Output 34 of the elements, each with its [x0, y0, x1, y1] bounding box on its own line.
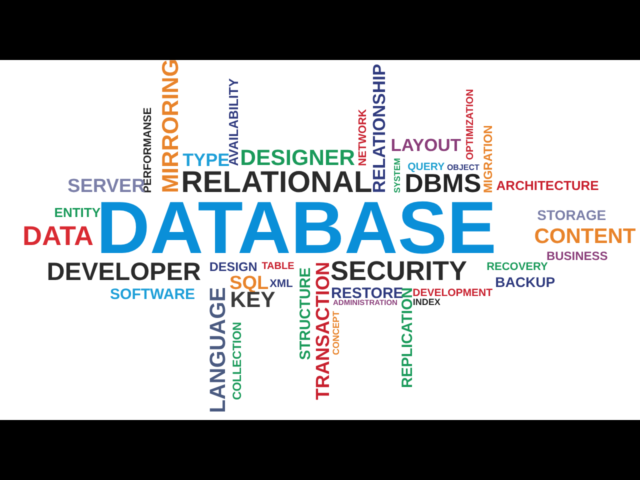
- tag-word: ARCHITECTURE: [496, 179, 599, 192]
- tag-word: CONCEPT: [332, 310, 341, 355]
- tag-word: TYPE: [182, 150, 230, 169]
- tag-word: STRUCTURE: [298, 268, 314, 360]
- tag-word: INDEX: [412, 298, 440, 307]
- tag-word: OPTIMIZATION: [466, 89, 476, 160]
- tag-word: SYSTEM: [392, 158, 402, 193]
- tag-word: XML: [270, 278, 293, 290]
- tag-word: MIGRATION: [482, 125, 494, 193]
- tag-word: RECOVERY: [486, 262, 548, 273]
- tag-word: QUERY: [408, 162, 445, 172]
- tag-word: DESIGNER: [240, 147, 356, 170]
- tag-word: SQL: [230, 274, 269, 293]
- tag-word: SECURITY: [330, 258, 468, 286]
- tag-word: DATA: [22, 223, 94, 250]
- tag-word: COLLECTION: [231, 322, 244, 400]
- tag-word: NETWORK: [358, 109, 369, 166]
- tag-word: BUSINESS: [546, 250, 608, 262]
- tag-word: SOFTWARE: [110, 287, 196, 302]
- tag-word: RELATIONAL: [181, 168, 372, 198]
- tag-word: CONTENT: [534, 226, 636, 248]
- tag-word: OBJECT: [446, 164, 480, 172]
- tag-word: DEVELOPMENT: [412, 288, 493, 298]
- tag-word: DESIGN: [209, 261, 258, 274]
- tag-word: LANGUAGE: [207, 287, 230, 413]
- tag-word: STORAGE: [537, 208, 606, 222]
- tag-word: PERFORMANSE: [142, 107, 154, 193]
- tag-word: DEVELOPER: [46, 260, 201, 285]
- tag-word: LAYOUT: [390, 136, 462, 154]
- tag-word: BACKUP: [495, 275, 556, 290]
- tag-word: RELATIONSHIP: [370, 64, 388, 193]
- tag-word: TABLE: [262, 262, 294, 272]
- tag-word: ENTITY: [54, 206, 101, 220]
- tag-word: MIRRORING: [159, 60, 182, 193]
